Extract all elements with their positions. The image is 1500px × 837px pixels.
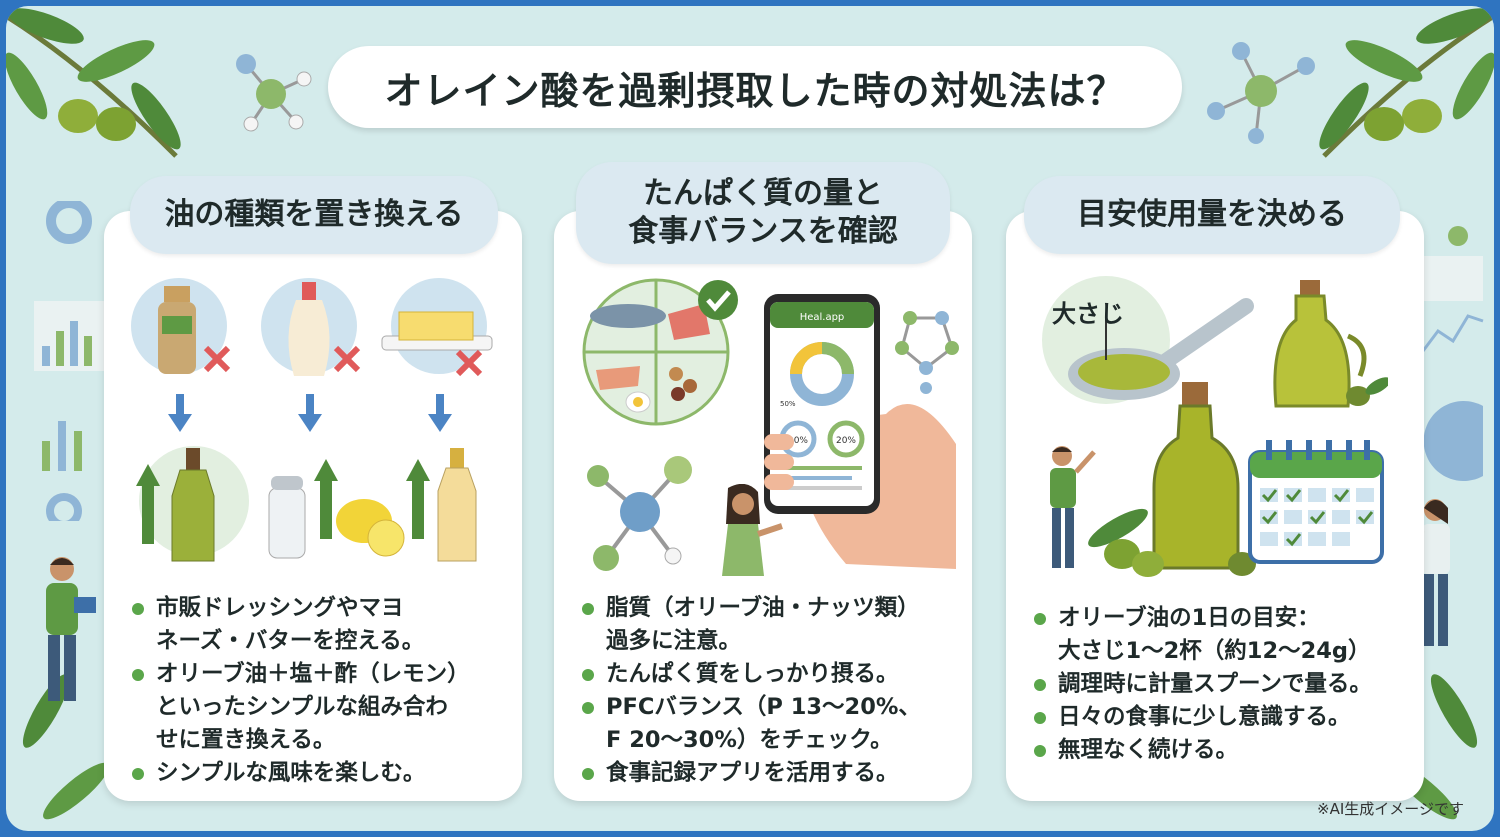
person-pointing-icon [1050, 446, 1096, 568]
chart-decoration-icon [34, 201, 104, 521]
x-mark-icon [333, 345, 361, 373]
bullet-item: オリーブ油の1日の目安：大さじ1〜2杯（約12〜24g） [1032, 602, 1422, 668]
molecule-icon [895, 311, 959, 394]
bullet-item: 無理なく続ける。 [1032, 734, 1422, 767]
up-arrow-icon [314, 459, 338, 539]
chart-label: 50% [780, 400, 796, 408]
food-plate-illustration [582, 278, 738, 426]
down-arrow-icon [428, 394, 452, 432]
down-arrow-icon [298, 394, 322, 432]
bullet-list-3: オリーブ油の1日の目安：大さじ1〜2杯（約12〜24g） 調理時に計量スプーンで… [1032, 602, 1422, 767]
section-heading-text: 油の種類を置き換える [164, 197, 464, 232]
ai-generated-note: ※AI生成イメージです [1317, 800, 1464, 818]
molecule-icon [587, 456, 692, 571]
spoon-label: 大さじ [1052, 300, 1124, 328]
section-heading-2: たんぱく質の量と 食事バランスを確認 [576, 162, 950, 264]
page-title: オレイン酸を過剰摂取した時の対処法は？ [384, 68, 1126, 113]
section-heading-text: 目安使用量を決める [1077, 197, 1347, 232]
person-with-tablet-icon [46, 557, 96, 701]
up-arrow-icon [406, 459, 430, 539]
ring-label-left: 20% [788, 436, 808, 446]
infographic-frame: オレイン酸を過剰摂取した時の対処法は？ 油の種類を置き換える [6, 6, 1494, 831]
oil-substitution-illustration [131, 278, 493, 562]
person-gesturing-icon [722, 484, 783, 576]
section-heading-1: 油の種類を置き換える [130, 176, 498, 254]
section-heading-text: たんぱく質の量と [643, 176, 883, 211]
title-banner: オレイン酸を過剰摂取した時の対処法は？ [328, 46, 1182, 128]
molecule-icon [1207, 42, 1315, 144]
olive-branch-top-left-icon [6, 8, 181, 158]
app-name: Heal.app [800, 312, 845, 323]
bullet-list-2: 脂質（オリーブ油・ナッツ類）過多に注意。 たんぱく質をしっかり摂る。 PFCバラ… [580, 592, 970, 790]
measuring-spoon-illustration [1042, 276, 1254, 404]
oil-bottle-icon [1088, 382, 1256, 577]
x-mark-icon [455, 349, 483, 377]
bullet-list-1: 市販ドレッシングやマヨネーズ・バターを控える。 オリーブ油＋塩＋酢（レモン）とい… [130, 592, 510, 790]
ring-label-right: 20% [836, 436, 856, 446]
x-mark-icon [203, 345, 231, 373]
chart-decoration-icon [1421, 226, 1484, 481]
bullet-item: 食事記録アプリを活用する。 [580, 757, 970, 790]
calendar-icon [1248, 440, 1384, 564]
up-arrow-icon [136, 464, 160, 544]
section-heading-text: 食事バランスを確認 [628, 214, 898, 249]
oil-jug-icon [1273, 280, 1388, 408]
olive-branch-top-right-icon [1319, 8, 1494, 158]
down-arrow-icon [168, 394, 192, 432]
bullet-item: シンプルな風味を楽しむ。 [130, 757, 510, 790]
bullet-item: 脂質（オリーブ油・ナッツ類）過多に注意。 [580, 592, 970, 658]
molecule-icon [236, 54, 312, 132]
bullet-item: 調理時に計量スプーンで量る。 [1032, 668, 1422, 701]
check-icon [698, 280, 738, 320]
bullet-item: 日々の食事に少し意識する。 [1032, 701, 1422, 734]
smartphone-illustration: Heal.app 50% 20% 20% [764, 294, 956, 569]
bullet-item: 市販ドレッシングやマヨネーズ・バターを控える。 [130, 592, 510, 658]
bullet-item: PFCバランス（P 13〜20%、F 20〜30%）をチェック。 [580, 691, 970, 757]
bullet-item: オリーブ油＋塩＋酢（レモン）といったシンプルな組み合わせに置き換える。 [130, 658, 510, 757]
section-heading-3: 目安使用量を決める [1024, 176, 1400, 254]
bullet-item: たんぱく質をしっかり摂る。 [580, 658, 970, 691]
